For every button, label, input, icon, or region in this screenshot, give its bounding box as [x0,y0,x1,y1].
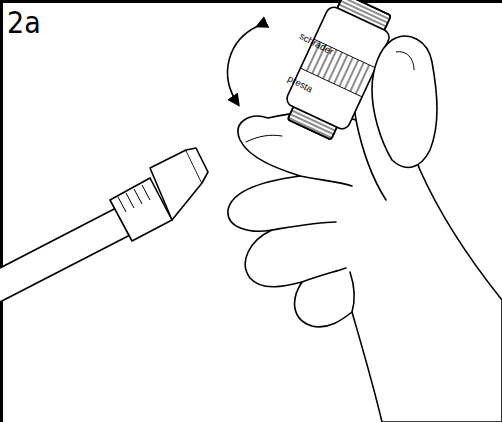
frame-left [0,0,3,422]
rotate-arrow [228,26,258,104]
hand [228,58,502,422]
pump-hose [0,148,208,302]
frame-top [0,0,502,3]
thumb [372,36,437,167]
step-number: 2a [7,8,41,38]
